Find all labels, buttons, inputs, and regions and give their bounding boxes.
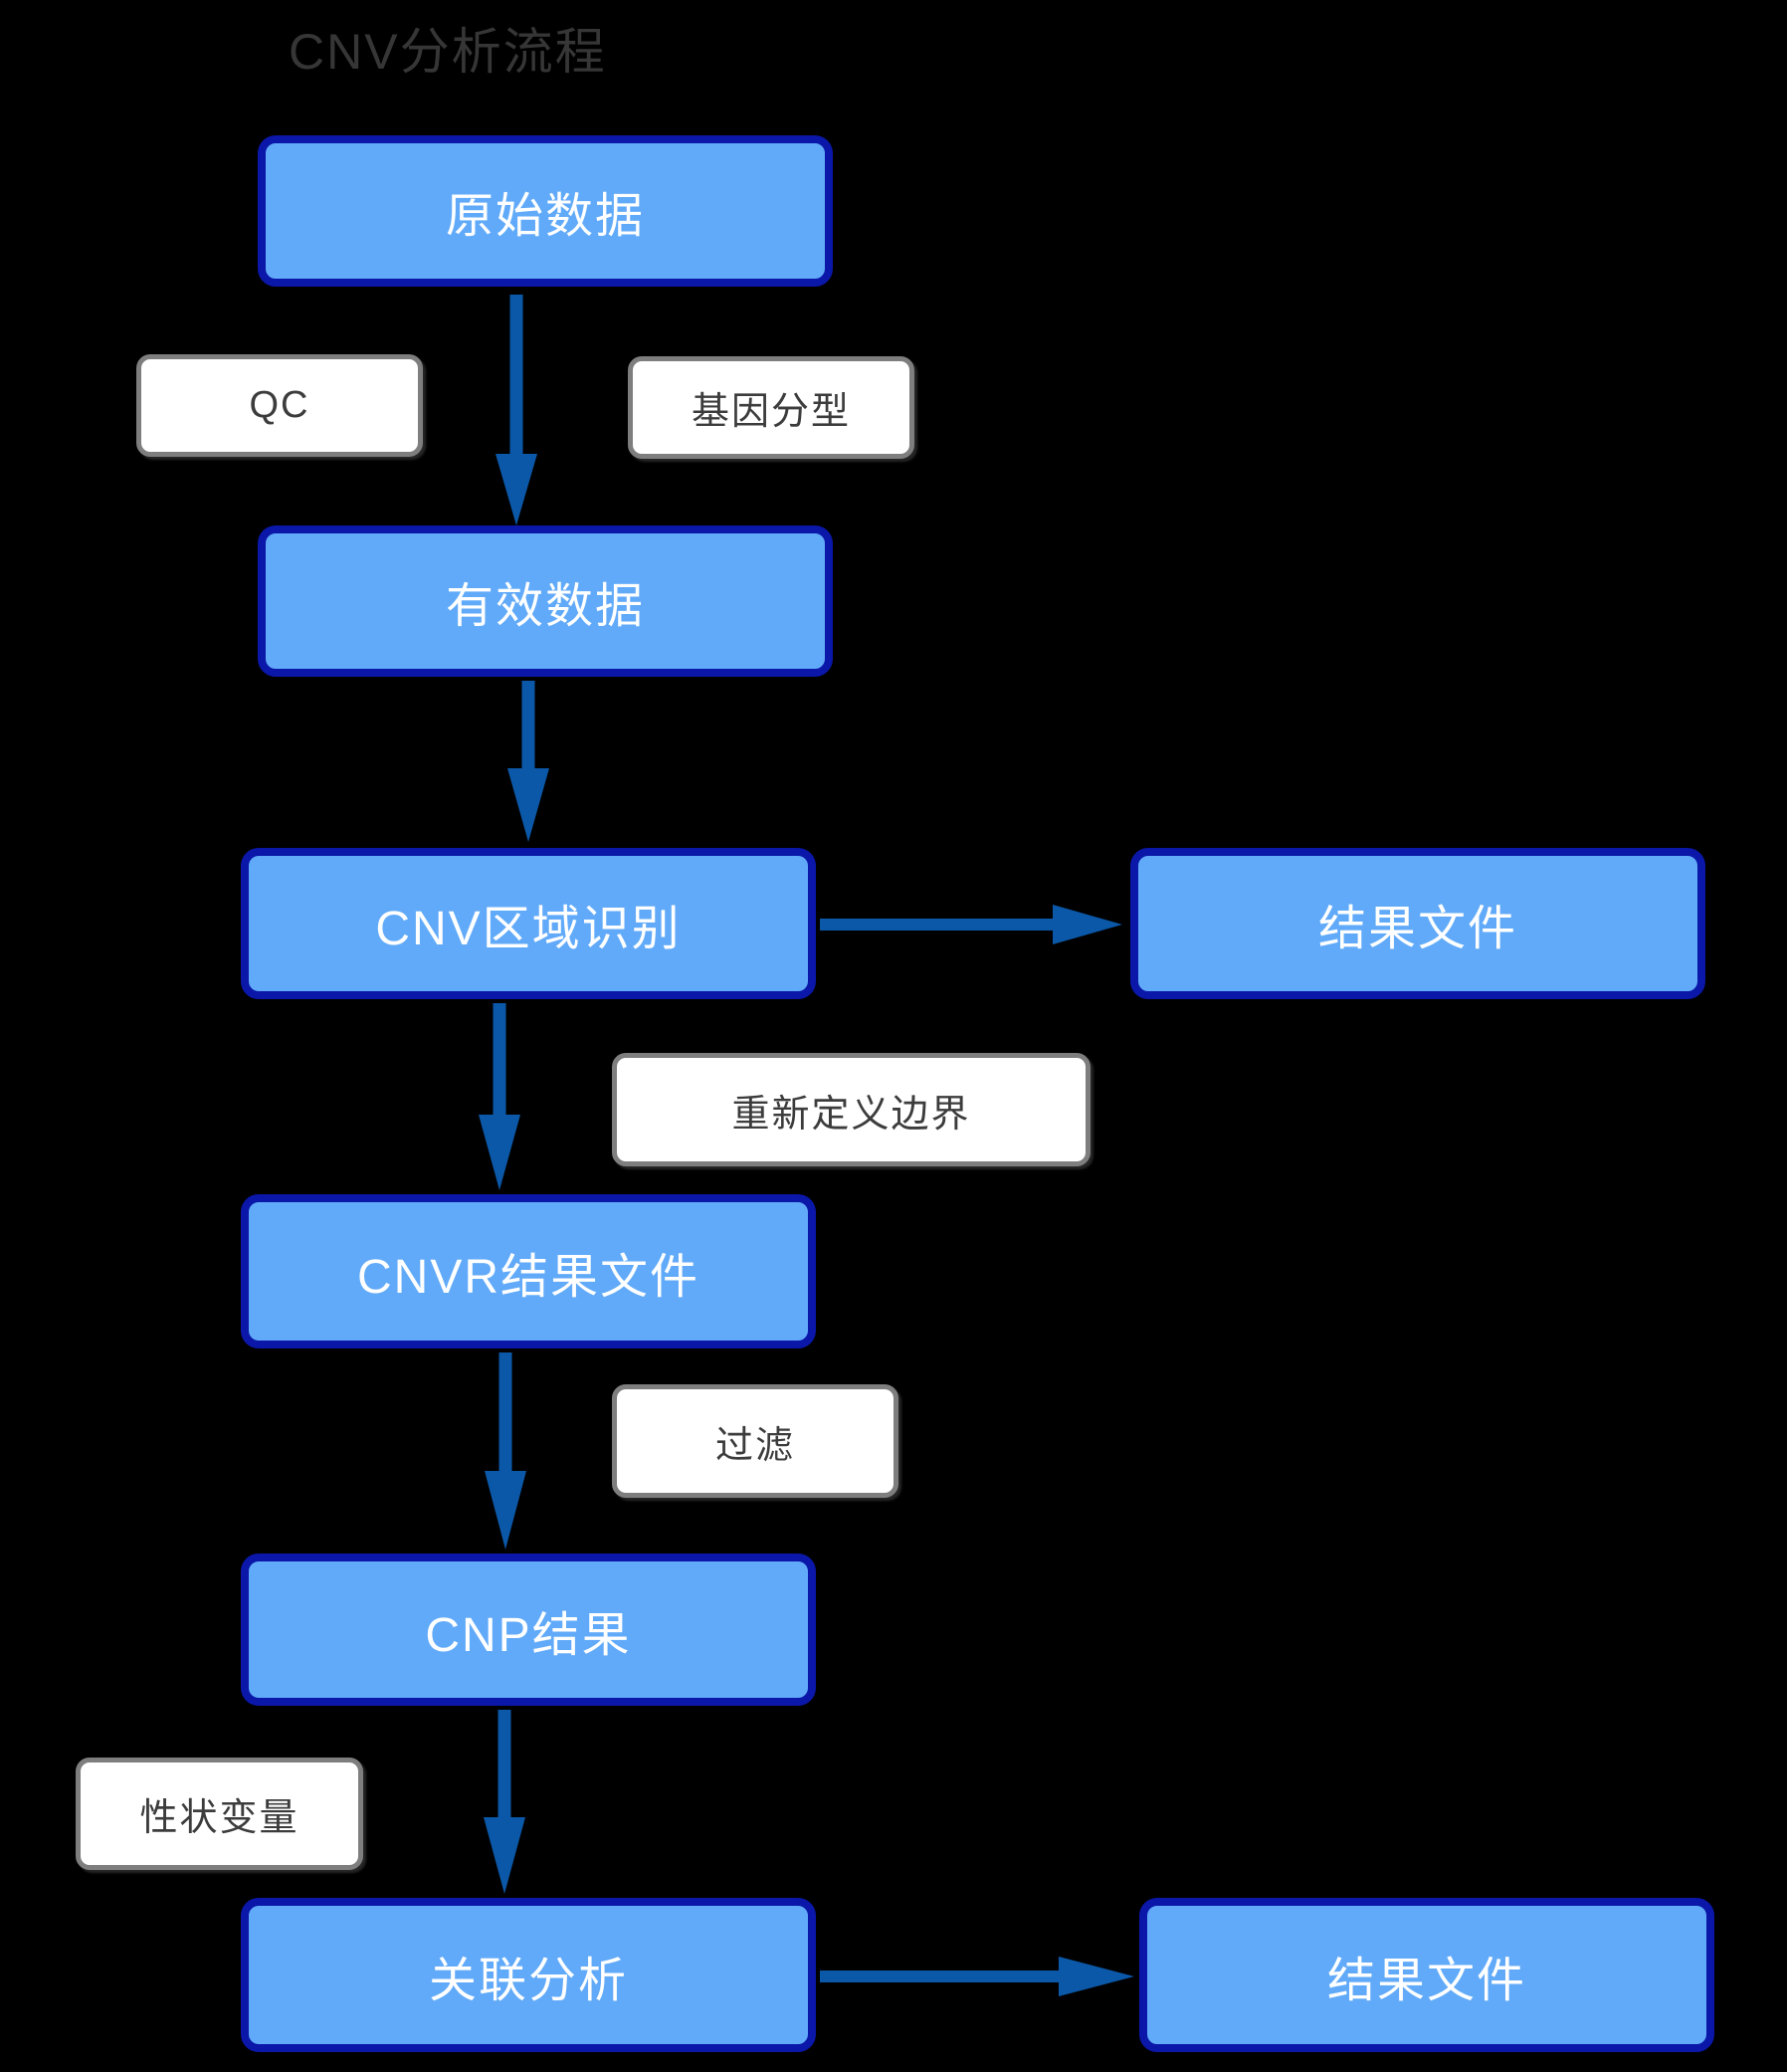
- node-cnv-region-label: CNV区域识别: [375, 903, 682, 955]
- edge-label-trait-variable: 性状变量: [76, 1758, 363, 1870]
- arrow-raw-to-valid: [496, 295, 537, 525]
- arrow-cnv-region-to-cnvr-result: [479, 1003, 520, 1190]
- node-raw-data-label: 原始数据: [445, 190, 645, 243]
- node-result-file-2-label: 结果文件: [1326, 1954, 1526, 2007]
- edge-label-filter-text: 过滤: [714, 1424, 795, 1467]
- arrow-cnv-region-to-result-file: [820, 905, 1122, 944]
- node-valid-data-label: 有效数据: [445, 580, 645, 633]
- node-association-label: 关联分析: [428, 1954, 628, 2007]
- edge-label-genotyping: 基因分型: [628, 356, 914, 459]
- node-result-file-2: 结果文件: [1139, 1898, 1714, 2052]
- edge-label-filter: 过滤: [612, 1384, 898, 1498]
- node-cnp-result-label: CNP结果: [425, 1608, 632, 1662]
- arrow-valid-to-cnv-region: [507, 681, 549, 842]
- node-cnv-region: CNV区域识别: [241, 848, 816, 999]
- node-association: 关联分析: [241, 1898, 816, 2052]
- edge-label-genotyping-text: 基因分型: [691, 391, 851, 433]
- edge-label-qc-text: QC: [249, 384, 310, 426]
- node-cnp-result: CNP结果: [241, 1554, 816, 1706]
- arrow-cnvr-result-to-cnp-result: [485, 1352, 526, 1550]
- node-result-file-1: 结果文件: [1130, 848, 1705, 999]
- node-cnvr-result-label: CNVR结果文件: [356, 1250, 699, 1304]
- arrow-cnp-result-to-association: [484, 1710, 525, 1894]
- node-cnvr-result: CNVR结果文件: [241, 1194, 816, 1348]
- edge-label-trait-variable-text: 性状变量: [139, 1797, 299, 1839]
- diagram-title: CNV分析流程: [289, 24, 607, 80]
- node-valid-data: 有效数据: [258, 525, 833, 677]
- edge-label-redefine-boundary: 重新定义边界: [612, 1053, 1091, 1166]
- node-result-file-1-label: 结果文件: [1317, 903, 1517, 955]
- edge-label-qc: QC: [136, 354, 423, 457]
- node-raw-data: 原始数据: [258, 135, 833, 287]
- arrow-association-to-result-file: [820, 1957, 1134, 1996]
- edge-label-redefine-boundary-text: 重新定义边界: [731, 1093, 971, 1136]
